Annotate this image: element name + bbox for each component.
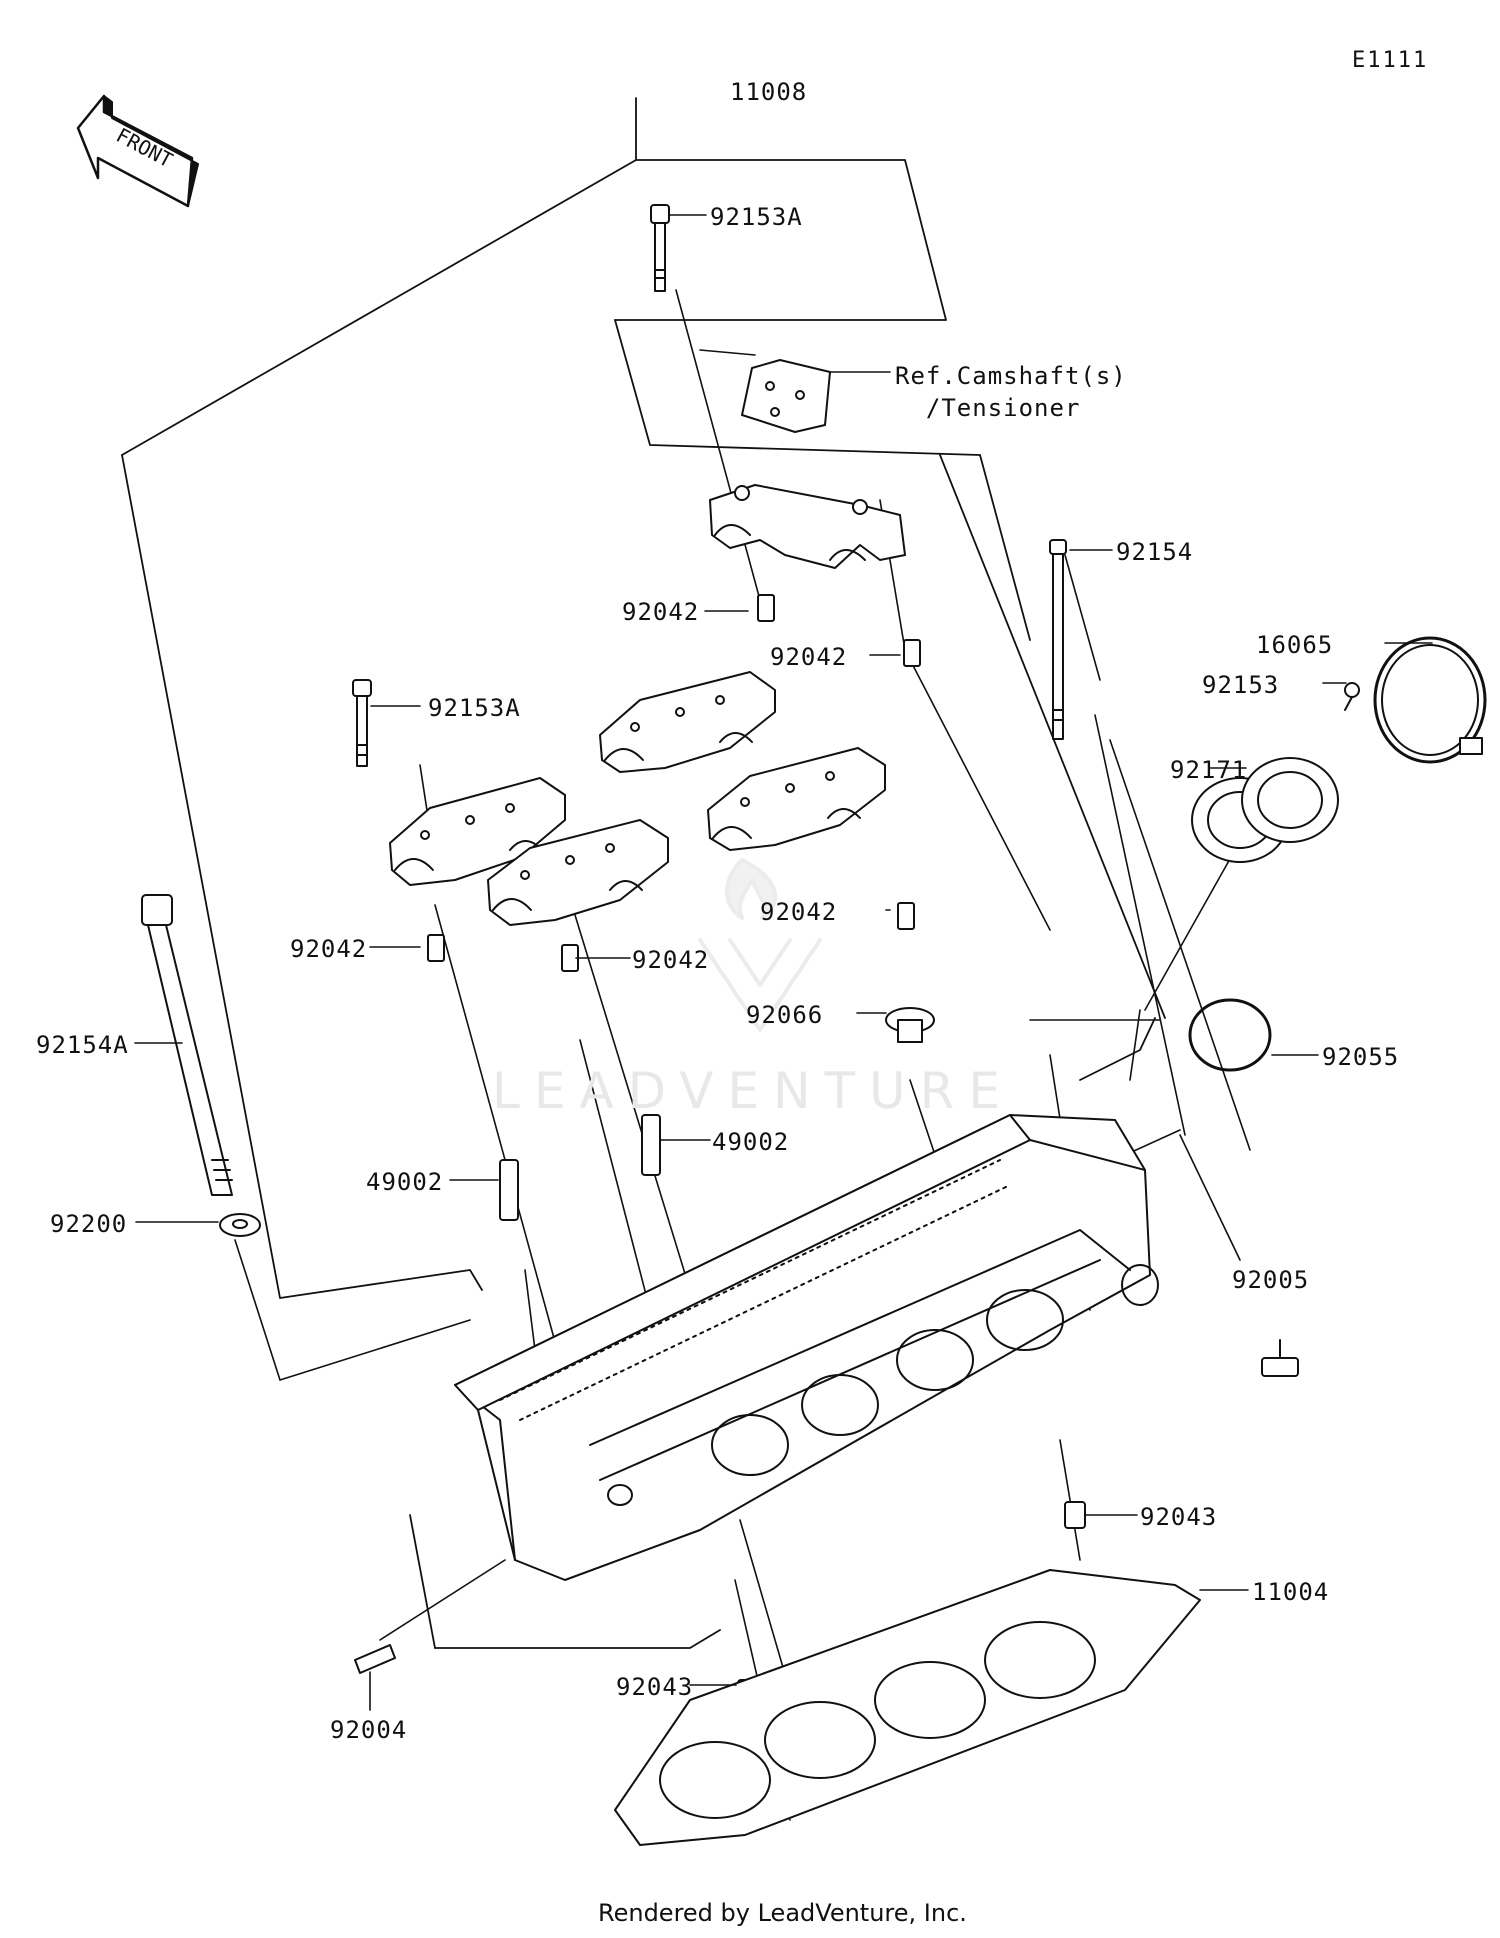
- label-leaders: [134, 214, 1433, 1711]
- bolt-92153A-top-icon: [650, 204, 670, 292]
- camshaft-cap-d-icon: [707, 747, 886, 851]
- assembly-bracket-outline: [121, 97, 1166, 1649]
- part-label-92042-b[interactable]: 92042: [770, 643, 848, 671]
- part-label-92154A[interactable]: 92154A: [36, 1031, 129, 1059]
- part-label-49002-b[interactable]: 49002: [366, 1168, 444, 1196]
- cylinder-head-icon: [454, 1114, 1159, 1581]
- part-label-92154[interactable]: 92154: [1116, 538, 1194, 566]
- head-gasket-icon: [614, 1569, 1201, 1846]
- bolt-92154-icon: [1049, 539, 1067, 740]
- part-label-92005[interactable]: 92005: [1232, 1266, 1310, 1294]
- part-label-92055[interactable]: 92055: [1322, 1043, 1400, 1071]
- bolt-92154A-icon: [141, 894, 233, 1196]
- valve-guides-icon: [499, 1114, 661, 1221]
- o-ring-92055-icon: [1188, 998, 1272, 1072]
- part-label-92153[interactable]: 92153: [1202, 671, 1280, 699]
- part-label-92200[interactable]: 92200: [50, 1210, 128, 1238]
- part-label-11008[interactable]: 11008: [730, 78, 808, 106]
- camshaft-holder-bracket: [614, 319, 1031, 641]
- camshaft-cap-b-icon: [487, 819, 669, 926]
- bolt-92153A-left-icon: [352, 679, 372, 767]
- front-arrow-icon: FRONT: [76, 94, 199, 208]
- washer-92200-icon: [219, 1213, 261, 1237]
- part-label-92066[interactable]: 92066: [746, 1001, 824, 1029]
- part-label-16065[interactable]: 16065: [1256, 631, 1334, 659]
- part-label-92043-a[interactable]: 92043: [1140, 1503, 1218, 1531]
- camshaft-holder-top-icon: [709, 484, 906, 569]
- dowel-pins-icon: [427, 594, 921, 972]
- camshaft-cap-c-icon: [599, 671, 776, 773]
- part-label-92042-e[interactable]: 92042: [632, 946, 710, 974]
- part-label-92043-b[interactable]: 92043: [616, 1673, 694, 1701]
- part-label-92042-a[interactable]: 92042: [622, 598, 700, 626]
- part-label-92171[interactable]: 92171: [1170, 756, 1248, 784]
- part-label-92042-d[interactable]: 92042: [290, 935, 368, 963]
- reference-note: Ref.Camshaft(s) /Tensioner: [895, 362, 1127, 422]
- screw-92153-icon: [1344, 682, 1360, 711]
- watermark-logo-icon: [698, 858, 822, 1032]
- part-label-92042-c[interactable]: 92042: [760, 898, 838, 926]
- watermark-text: LEADVENTURE: [492, 1062, 1014, 1120]
- tensioner-bracket-icon: [741, 359, 831, 433]
- fitting-92005-icon: [1261, 1339, 1299, 1377]
- plug-92066-icon: [885, 1007, 935, 1043]
- part-label-49002-a[interactable]: 49002: [712, 1128, 790, 1156]
- intake-holders-icon: [1191, 757, 1339, 863]
- diagram-code: E1111: [1352, 48, 1429, 73]
- part-label-11004[interactable]: 11004: [1252, 1578, 1330, 1606]
- part-label-92004[interactable]: 92004: [330, 1716, 408, 1744]
- stud-92004-icon: [354, 1644, 396, 1674]
- part-label-92153A-left[interactable]: 92153A: [428, 694, 521, 722]
- footer-credit: Rendered by LeadVenture, Inc.: [598, 1899, 967, 1927]
- part-label-92153A-top[interactable]: 92153A: [710, 203, 803, 231]
- clamp-16065-icon: [1373, 636, 1487, 764]
